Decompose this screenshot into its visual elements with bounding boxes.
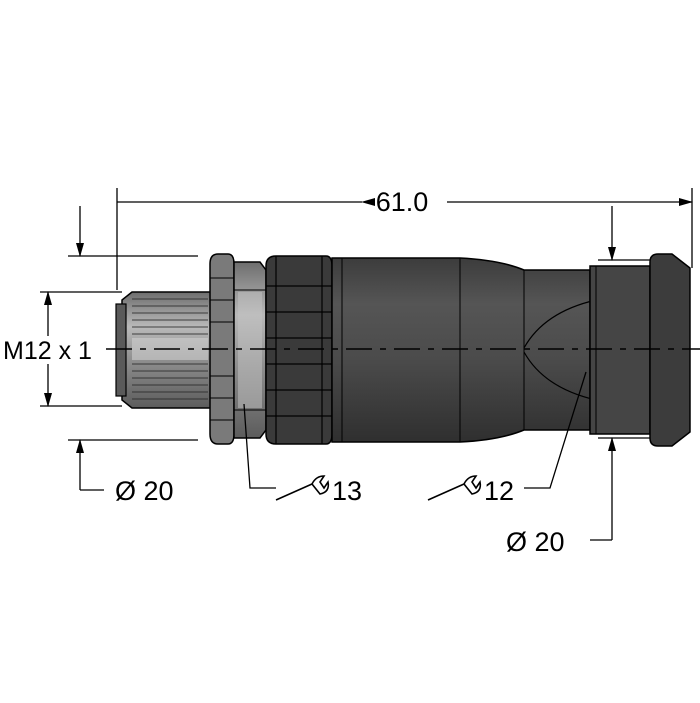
left-diameter-dimension <box>76 206 104 491</box>
right-diameter-dimension <box>590 206 616 541</box>
left-diameter-label: Ø 20 <box>115 476 174 506</box>
molded-body <box>331 257 597 443</box>
thread-label: M12 x 1 <box>3 337 92 365</box>
overall-length-label: 61.0 <box>376 187 429 217</box>
wrench-13-label: 13 <box>332 476 362 506</box>
wrench-13-callout: 13 <box>243 403 362 506</box>
connector-body <box>115 253 691 447</box>
right-diameter-label: Ø 20 <box>506 527 565 557</box>
cable-end <box>589 253 691 447</box>
threaded-sleeve <box>115 291 213 409</box>
dark-knurled-grip <box>265 255 333 445</box>
overall-length-dimension: 61.0 <box>117 187 693 217</box>
wrench-12-label: 12 <box>484 476 514 506</box>
hex-nut-13 <box>233 261 267 439</box>
wrench-icon <box>275 475 330 501</box>
wrench-12-callout: 12 <box>427 371 587 506</box>
wrench-icon <box>427 475 482 501</box>
